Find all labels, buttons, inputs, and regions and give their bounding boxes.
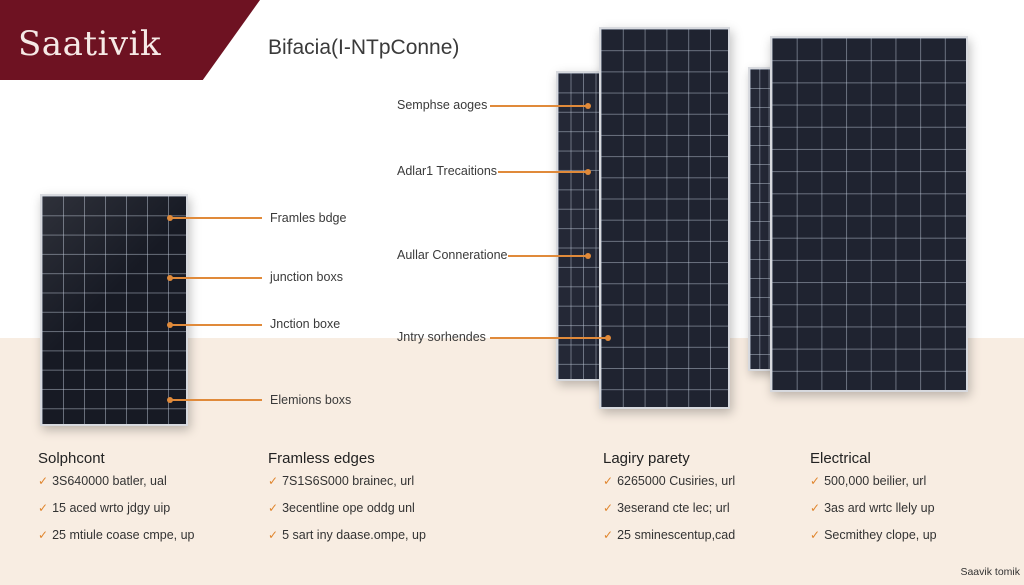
callout-label-frameless-edge: Framles bdge [270, 211, 347, 225]
check-icon: ✓ [268, 501, 279, 515]
check-icon: ✓ [603, 528, 614, 542]
callout-dot [167, 275, 173, 281]
check-icon: ✓ [603, 501, 614, 515]
callout-label-junction-box: Jnction boxe [270, 317, 341, 331]
column-item: ✓3eserand cte lec; url [603, 501, 730, 515]
column-heading: Lagiry parety [603, 450, 690, 467]
column-item: ✓3as ard wrtc llely up [810, 501, 935, 515]
column-item: ✓Secmithey clope, up [810, 528, 937, 542]
column-item: ✓3ecentline ope oddg unl [268, 501, 415, 515]
check-icon: ✓ [810, 474, 821, 488]
footer-brand: Saavik tomik [960, 566, 1020, 578]
column-item: ✓6265000 Cusiries, url [603, 474, 736, 488]
callout-line [172, 277, 262, 279]
callout-dot [167, 322, 173, 328]
front-solar-panel [40, 194, 188, 426]
check-icon: ✓ [38, 474, 49, 488]
page-title: Bifacia(I-NTpConne) [268, 36, 460, 59]
column-item: ✓5 sart iny daase.ompe, up [268, 528, 426, 542]
callout-label-jntry-sorhendes: Jntry sorhendes [397, 330, 486, 344]
middle-solar-panel [599, 27, 730, 409]
callout-dot [585, 103, 591, 109]
callout-line [172, 324, 262, 326]
check-icon: ✓ [603, 474, 614, 488]
check-icon: ✓ [38, 501, 49, 515]
check-icon: ✓ [38, 528, 49, 542]
callout-label-junction-boxes: junction boxs [270, 270, 343, 284]
check-icon: ✓ [810, 528, 821, 542]
callout-line [498, 171, 587, 173]
column-heading: Solphcont [38, 450, 105, 467]
callout-line [490, 105, 587, 107]
column-item: ✓3S640000 batler, ual [38, 474, 167, 488]
check-icon: ✓ [810, 501, 821, 515]
brand-logo-text: Saativik [18, 24, 162, 64]
callout-line [490, 337, 607, 339]
column-heading: Framless edges [268, 450, 375, 467]
callout-dot [585, 169, 591, 175]
callout-label-aullar-conneratione: Aullar Conneratione [397, 248, 508, 262]
check-icon: ✓ [268, 474, 279, 488]
right-solar-panel [770, 36, 968, 392]
callout-dot [585, 253, 591, 259]
check-icon: ✓ [268, 528, 279, 542]
callout-dot [167, 397, 173, 403]
callout-line [172, 399, 262, 401]
callout-line [508, 255, 587, 257]
callout-dot [605, 335, 611, 341]
callout-label-adlar-trecaitions: Adlar1 Trecaitions [397, 164, 498, 178]
callout-label-semphse-aoges: Semphse aoges [397, 98, 488, 112]
callout-line [172, 217, 262, 219]
column-item: ✓25 mtiule coase cmpe, up [38, 528, 195, 542]
column-item: ✓15 aced wrto jdgy uip [38, 501, 171, 515]
column-item: ✓500,000 beilier, url [810, 474, 927, 488]
callout-label-element-boxes: Elemions boxs [270, 393, 352, 407]
callout-dot [167, 215, 173, 221]
column-heading: Electrical [810, 450, 871, 467]
column-item: ✓25 sminescentup,cad [603, 528, 736, 542]
column-item: ✓7S1S6S000 brainec, url [268, 474, 415, 488]
